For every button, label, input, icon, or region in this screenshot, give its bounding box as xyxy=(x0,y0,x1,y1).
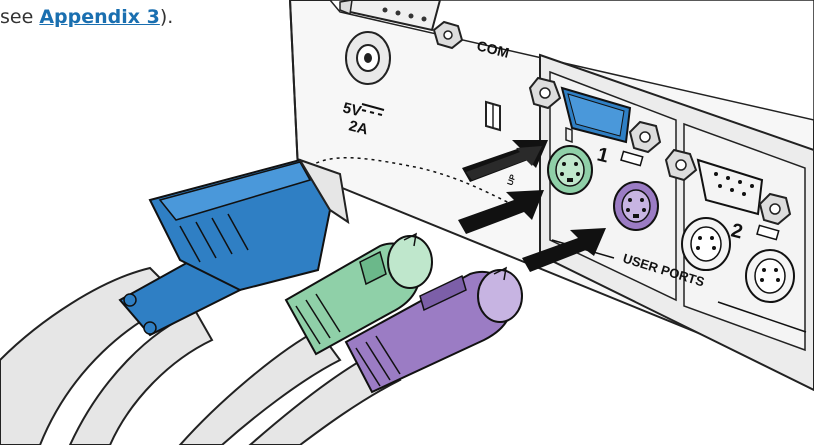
port2-mouse-socket xyxy=(746,250,794,302)
port1-mouse-socket xyxy=(614,182,658,230)
port1-keyboard-socket xyxy=(548,146,592,194)
mounting-bracket xyxy=(486,102,500,130)
power-jack xyxy=(346,32,390,84)
port2-keyboard-socket xyxy=(682,218,730,270)
